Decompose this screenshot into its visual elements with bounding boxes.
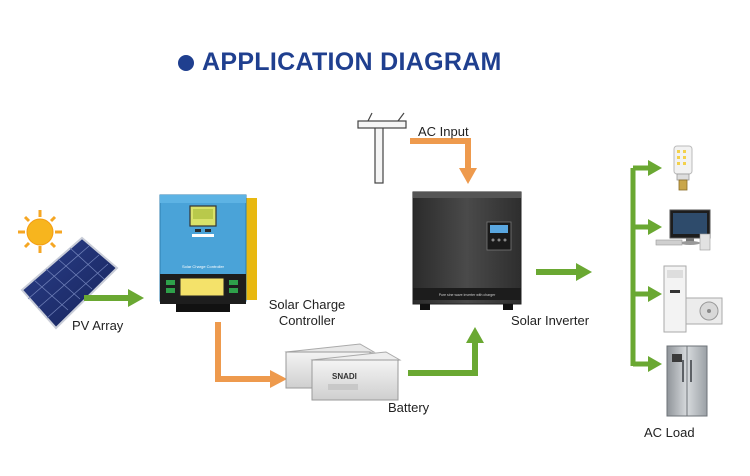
air-conditioner-icon [663,265,723,333]
label-charge-controller-line1: Solar Charge [268,297,346,312]
arrow-battery-to-inverter [408,327,484,376]
page-title: APPLICATION DIAGRAM [178,48,502,77]
label-battery: Battery [388,400,430,415]
label-pv-array: PV Array [72,318,124,333]
solar-panel-icon [20,236,119,330]
title-text: APPLICATION DIAGRAM [202,48,502,76]
controller-front-text: Solar Charge Controller [182,264,225,269]
label-charge-controller: Solar Charge Controller [262,297,352,329]
arrow-inverter-to-loads [536,263,592,281]
arrow-ac-input-to-inverter [410,138,477,184]
label-charge-controller-line2: Controller [278,313,336,328]
arrow-controller-to-battery [215,322,287,388]
title-bullet [178,54,194,71]
sun-icon [18,210,62,253]
battery-device: SNADI [284,343,402,401]
inverter-device: Pure sine wave inverter with charger [412,191,522,310]
refrigerator-icon [666,345,708,417]
led-lamp-icon [673,145,693,191]
label-ac-load: AC Load [644,425,695,440]
utility-pole-icon [357,112,407,184]
computer-icon [655,209,711,251]
arrow-pv-to-controller [84,289,144,307]
label-solar-inverter: Solar Inverter [511,313,590,328]
charge-controller-device: Solar Charge Controller [159,194,257,312]
load-distribution-bus [630,160,662,372]
inverter-front-text: Pure sine wave inverter with charger [439,293,496,297]
label-ac-input: AC Input [418,124,469,139]
battery-brand-text: SNADI [332,372,357,381]
